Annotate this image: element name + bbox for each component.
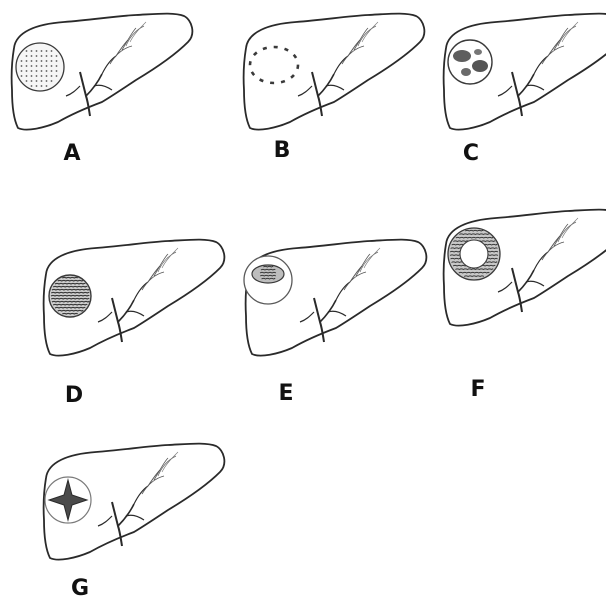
liver-outline bbox=[244, 14, 425, 130]
panel-label-g: G bbox=[60, 577, 100, 597]
panel-label-a: A bbox=[52, 142, 92, 166]
panel-d bbox=[44, 240, 225, 356]
panel-label-b: B bbox=[262, 139, 302, 163]
panel-label-f: F bbox=[458, 378, 498, 402]
panel-g bbox=[44, 444, 225, 560]
panel-label-e: E bbox=[266, 382, 306, 406]
panel-b bbox=[244, 14, 425, 130]
lesion-hatched-ring bbox=[448, 228, 500, 280]
lesion-dark-clusters bbox=[448, 40, 492, 84]
panel-label-c: C bbox=[451, 142, 491, 166]
lesion-cross bbox=[45, 477, 91, 523]
panel-a bbox=[12, 14, 193, 130]
panel-c bbox=[444, 14, 606, 130]
lesion-dotted bbox=[16, 43, 64, 91]
lesion-ring-hatched-core bbox=[244, 256, 292, 304]
panel-f bbox=[444, 210, 606, 326]
lesion-dense-hatched bbox=[49, 275, 91, 317]
panel-e bbox=[244, 240, 426, 356]
panel-label-d: D bbox=[54, 384, 94, 408]
